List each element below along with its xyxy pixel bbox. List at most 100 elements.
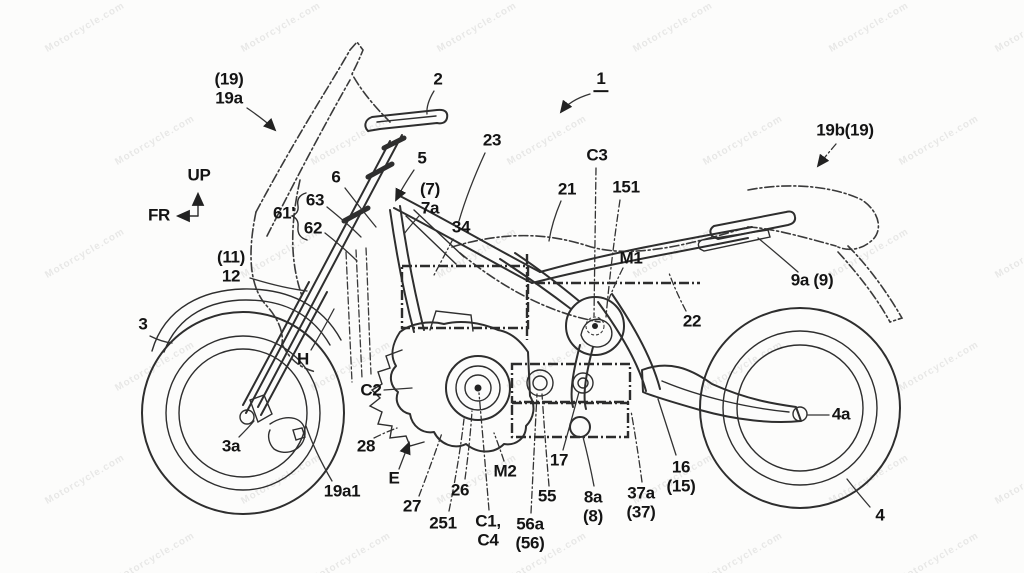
rear-axle <box>792 406 808 422</box>
ref-37a37-text: 37a <box>627 483 655 503</box>
ref-56a56-text: (56) <box>515 533 545 552</box>
stand-lever-right-edge <box>583 346 594 410</box>
front-fairing-edge <box>250 211 284 345</box>
ref-16-15-text: (15) <box>666 476 696 495</box>
front-axle-bracket <box>249 394 273 424</box>
ref-28-leader <box>373 427 398 439</box>
ref-8a8-leader <box>582 436 595 487</box>
ref-16-15-leader <box>657 398 677 456</box>
ref-9a9-text: 9a (9) <box>790 270 834 290</box>
ref-C3-text: C3 <box>586 145 608 165</box>
crank-center-dot <box>474 384 482 392</box>
ref-M1-text: M1 <box>619 248 643 268</box>
ref-4-leader <box>846 478 871 508</box>
ref-2: 2 <box>433 69 443 90</box>
ref-C1C4-leader <box>478 392 490 511</box>
ref-16-15-text: 16 <box>671 457 691 477</box>
rear-wheel-tire <box>699 307 901 509</box>
frame-downtube-right <box>399 205 425 331</box>
ref-C3: C3 <box>586 145 608 166</box>
fork-crown-lower <box>341 205 371 224</box>
battery-box-upper <box>510 362 632 404</box>
ref-61: 61' <box>273 204 295 224</box>
rear-mudguard-right-edge <box>847 245 904 323</box>
ref-7-7a-text: 7a <box>420 198 440 217</box>
caliper-pad <box>292 427 306 441</box>
ref-3a: 3a <box>222 437 241 457</box>
ref-26-leader <box>464 410 473 480</box>
ref-6-text: 6 <box>331 167 341 187</box>
ref-5-leader <box>395 169 415 202</box>
ref-C2-text: C2 <box>360 380 382 400</box>
fairing-inner-panel <box>291 179 303 297</box>
ref-19a1: 19a1 <box>324 482 361 502</box>
ref-27: 27 <box>402 496 422 517</box>
ref-E-text: E <box>388 468 400 488</box>
callout-leader-lines <box>149 90 871 514</box>
frame-trellis-1 <box>405 215 457 265</box>
ref-27-leader <box>418 432 443 497</box>
belt-upper-run <box>499 258 572 310</box>
ref-19b-text: 19b(19) <box>816 120 874 140</box>
ref-17: 17 <box>549 450 569 471</box>
fork-tube-left <box>245 140 391 414</box>
ref-251-leader <box>448 418 465 512</box>
battery-terminal-1-inner <box>532 375 548 391</box>
ref-9a9: 9a (9) <box>790 270 834 291</box>
ref-C1C4-text: C4 <box>477 530 499 549</box>
ref-56a56-text: 56a <box>516 514 544 534</box>
ref-19-19a-text: (19) <box>214 69 244 89</box>
ref-55-text: 55 <box>537 486 557 506</box>
ref-63: 63 <box>306 191 325 211</box>
ref-19a1-leader <box>305 425 333 482</box>
ref-22-text: 22 <box>682 311 702 331</box>
ref-37a37-text: (37) <box>626 502 656 521</box>
ref-62-text: 62 <box>303 218 323 238</box>
ref-56a56-leader <box>530 393 538 514</box>
front-wheel-rim-outer <box>165 335 321 491</box>
subframe-lower-tube <box>531 237 749 284</box>
ref-26: 26 <box>451 481 470 501</box>
ref-21-leader <box>548 200 562 242</box>
ref-55: 55 <box>537 486 557 507</box>
windscreen-outline <box>255 40 391 213</box>
ref-7-7a-leader <box>403 215 420 235</box>
crankcase-ring-middle <box>455 365 501 411</box>
tail-outline <box>747 185 880 251</box>
frame-trellis-2 <box>413 209 465 258</box>
ref-2-leader <box>426 90 435 115</box>
ref-4a-text: 4a <box>831 404 851 424</box>
frame-downtube-left <box>389 209 415 333</box>
ref-11-12: (11)12 <box>217 248 245 285</box>
ref-17-text: 17 <box>549 450 569 470</box>
ref-H: H <box>297 350 309 370</box>
frame-spar-lower <box>393 207 533 284</box>
pulley-inner-detail <box>580 318 613 348</box>
engine-left-jagged-casing <box>368 349 425 447</box>
front-wheel-tire <box>141 311 345 515</box>
ref-62-leader <box>324 232 358 262</box>
ref-1: 1 <box>593 69 609 92</box>
ref-9a9-leader <box>757 237 799 273</box>
front-fender-inner <box>163 299 331 353</box>
front-fender-outer <box>151 288 342 352</box>
ref-C1C4-text: C1, <box>475 511 501 531</box>
ref-6-leader <box>344 187 377 228</box>
ref-M1-leader <box>608 267 624 300</box>
battery-box-lower <box>510 401 630 439</box>
ref-62: 62 <box>303 218 323 239</box>
frame-spar-upper <box>399 195 541 273</box>
orientation-fr-label: FR <box>147 205 171 225</box>
stand-lever-left-edge <box>570 344 581 408</box>
ref-11-12-leader <box>249 277 308 292</box>
ref-6: 6 <box>331 167 341 188</box>
ref-3-leader <box>149 335 173 344</box>
ref-28: 28 <box>357 437 376 457</box>
fork-crown-upper <box>365 161 395 180</box>
ref-2-text: 2 <box>433 69 443 89</box>
brake-hose-3 <box>365 247 372 375</box>
ref-8a8-text: (8) <box>583 506 603 525</box>
ref-4-text: 4 <box>875 505 885 525</box>
ref-27-text: 27 <box>402 496 422 516</box>
